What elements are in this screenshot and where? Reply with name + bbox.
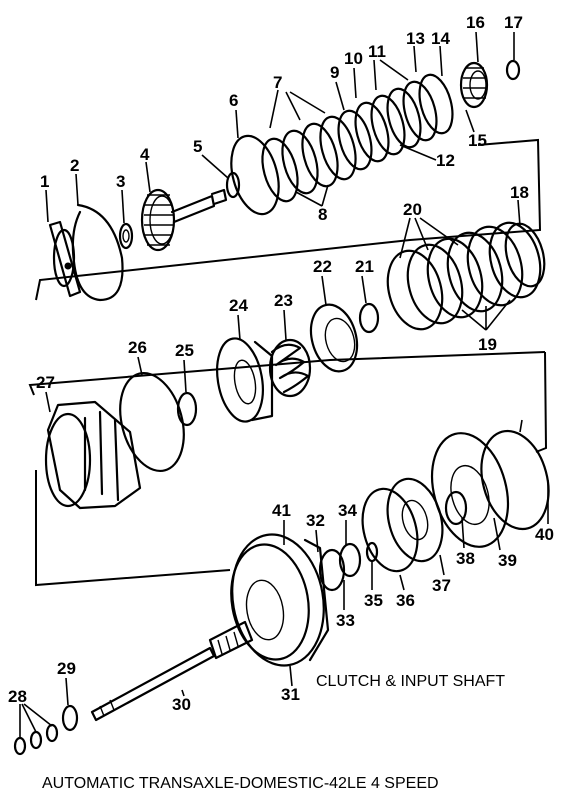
part-3-bearing [118,222,134,250]
callout-31: 31 [281,685,300,704]
part-24-piston [216,337,274,423]
part-15-16-gear [459,61,489,109]
callout-29: 29 [57,659,76,678]
callout-41: 41 [272,501,291,520]
callout-4: 4 [140,145,150,164]
callout-23: 23 [274,291,293,310]
callout-39: 39 [498,551,517,570]
part-19-20-plate-stack [386,221,542,331]
part-28-seal-rings [13,723,59,756]
callout-11: 11 [368,42,386,61]
callout-36: 36 [396,591,415,610]
callout-2: 2 [70,156,79,175]
callout-33: 33 [336,611,355,630]
callout-17: 17 [504,13,523,32]
callout-19: 19 [478,335,497,354]
part-30-input-shaft [90,620,254,722]
callout-8: 8 [318,205,327,224]
part-21-ring [358,302,380,334]
part-4-gear-hub [140,188,228,252]
part-2-snap-ring [71,203,124,302]
callout-21: 21 [355,257,374,276]
callout-15: 15 [468,131,487,150]
callout-7: 7 [273,73,282,92]
part-29-washer [61,704,79,732]
part-33-34-rings [318,542,362,592]
row2-parts [44,221,546,510]
part-26-seal-ring [119,371,185,473]
part-22-retainer [309,303,359,373]
callout-22: 22 [313,257,332,276]
callout-3: 3 [116,172,125,191]
part-18-snap-ring [504,222,546,288]
row3-parts [13,429,550,756]
part-17-washer [505,59,521,81]
diagram-title: AUTOMATIC TRANSAXLE-DOMESTIC-42LE 4 SPEE… [42,775,439,792]
diagram-subtitle: CLUTCH & INPUT SHAFT [316,673,505,690]
part-23-spring [268,338,312,398]
callout-25: 25 [175,341,194,360]
part-38-ring [444,490,468,526]
callout-12: 12 [436,151,455,170]
callout-38: 38 [456,549,475,568]
part-1-plate [48,220,82,298]
part-36-37-plates [361,477,444,573]
callout-20: 20 [403,200,422,219]
callout-18: 18 [510,183,529,202]
callout-6: 6 [229,91,238,110]
callout-26: 26 [128,338,147,357]
callout-24: 24 [229,296,248,315]
callout-40: 40 [535,525,554,544]
callout-9: 9 [330,63,339,82]
callout-30: 30 [172,695,191,714]
part-41-clutch-drum [230,533,330,667]
callout-32: 32 [306,511,325,530]
part-27-housing [44,400,142,510]
callout-14: 14 [431,29,450,48]
callout-16: 16 [466,13,485,32]
callout-35: 35 [364,591,383,610]
part-25-ring [176,391,198,427]
callout-34: 34 [338,501,357,520]
callout-13: 13 [406,29,425,48]
callout-10: 10 [344,49,363,68]
leader-lines [19,31,549,738]
part-6-snap-ring [230,134,280,216]
callout-5: 5 [193,137,202,156]
callout-1: 1 [40,172,49,191]
part-9-14-clutch-pack [337,73,454,171]
callouts: 1 2 3 4 5 6 7 8 9 10 11 12 13 14 15 16 1… [8,13,554,714]
callout-27: 27 [36,373,55,392]
callout-37: 37 [432,576,451,595]
callout-28: 28 [8,687,27,706]
row1-parts [48,59,521,302]
